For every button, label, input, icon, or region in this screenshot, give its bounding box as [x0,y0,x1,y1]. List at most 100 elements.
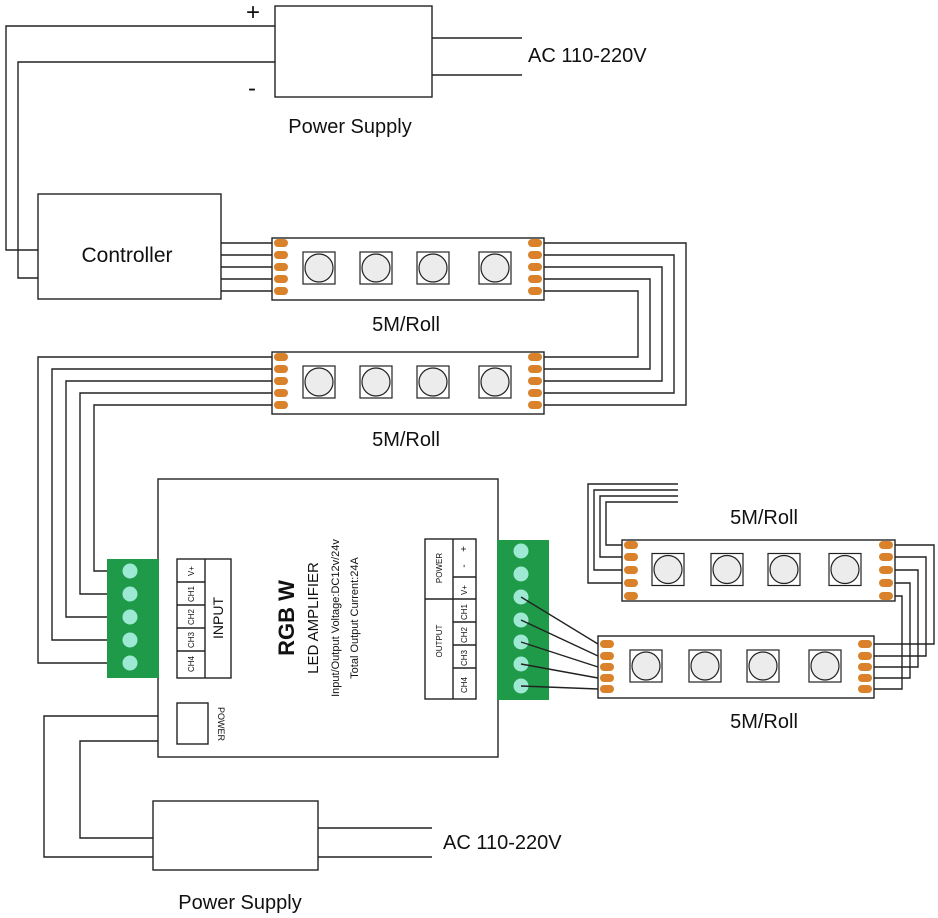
led-chip-lens [631,651,661,681]
amplifier-subtitle: LED AMPLIFIER [305,562,322,674]
solder-pad [274,263,288,271]
solder-pad [274,251,288,259]
terminal-pin [122,586,138,602]
solder-pad [274,377,288,385]
led-strip [271,351,545,415]
output-pin-label: CH1 [460,603,469,620]
input-pin-table: V+ CH1 CH2 CH3 CH4 INPUT [176,558,232,679]
led-chip-lens [810,651,840,681]
led-strips [271,237,896,699]
output-pin-label: CH3 [460,649,469,666]
led-chip [746,649,780,683]
led-chip [478,365,512,399]
led-chip [416,251,450,285]
solder-pad [600,663,614,671]
led-chip-lens [361,253,391,283]
led-chip-lens [304,367,334,397]
controller-label: Controller [81,244,172,267]
led-strip [271,237,545,301]
solder-pad [528,401,542,409]
top-power-supply-label: Power Supply [288,116,411,138]
bottom-power-supply-box [152,800,319,871]
top-power-supply-box [274,5,433,98]
solder-pad [858,685,872,693]
solder-pad [600,685,614,693]
power-switch-label: POWER [216,707,226,742]
power-plus: + [459,546,470,552]
solder-pad [858,663,872,671]
amplifier-title: RGB W [274,580,299,656]
led-chip-lens [480,367,510,397]
terminal-pin [513,543,529,559]
terminal-pin [513,566,529,582]
power-wire [43,715,158,858]
solder-pad [600,652,614,660]
input-pin-label: CH1 [187,585,196,602]
output-terminal-pins [513,543,529,694]
solder-pad [528,365,542,373]
solder-pad [528,353,542,361]
led-chip [629,649,663,683]
input-pin-label: CH3 [187,631,196,648]
output-pin-label: CH2 [460,626,469,643]
roll-label: 5M/Roll [730,711,798,733]
solder-pad [274,353,288,361]
solder-pad [528,275,542,283]
led-chip-lens [361,367,391,397]
output-label: OUTPUT [435,624,444,657]
amplifier-voltage: Input/Output Voltage:DC12v/24v [330,539,342,697]
led-strip [621,539,896,602]
led-chip [302,365,336,399]
power-wire [79,740,158,839]
output-pin-label: CH4 [460,676,469,693]
led-chip-lens [769,554,799,585]
led-chip [302,251,336,285]
lower-to-upper-strip-wires [874,544,935,690]
led-chip-lens [712,554,742,585]
controller: Controller [37,193,222,300]
output-pin-table: POWER + - OUTPUT V+ CH1 CH2 CH3 CH4 [424,538,477,700]
solder-pad [528,251,542,259]
led-chip-lens [304,253,334,283]
input-terminal-pins [122,563,138,671]
input-pin-label: CH2 [187,608,196,625]
roll-label: 5M/Roll [730,507,798,529]
solder-pad [624,566,638,574]
terminal-pin [122,655,138,671]
led-chip-lens [418,367,448,397]
led-chip-lens [418,253,448,283]
solder-pad [624,592,638,600]
solder-pad [528,263,542,271]
terminal-pin [122,609,138,625]
led-chip [416,365,450,399]
solder-pad [879,566,893,574]
solder-pad [528,239,542,247]
top-ac-label: AC 110-220V [528,45,647,67]
solder-pad [858,674,872,682]
continuation-wires [587,483,678,584]
terminal-pin [122,632,138,648]
solder-pad [600,674,614,682]
led-chip [828,552,862,587]
minus-sign: - [248,75,256,102]
led-chip [767,552,801,587]
negative-wire [17,61,275,279]
positive-wire [5,25,275,251]
controller-box [37,193,222,300]
solder-pad [274,287,288,295]
solder-pad [879,592,893,600]
solder-pad [528,287,542,295]
led-chip-lens [690,651,720,681]
bottom-ac-label: AC 110-220V [443,832,562,854]
output-pin-label: V+ [460,585,469,595]
solder-pad [600,640,614,648]
solder-pad [879,541,893,549]
roll-label: 5M/Roll [372,314,440,336]
amplifier-current: Total Output Current:24A [349,557,361,679]
solder-pad [274,389,288,397]
led-chip-lens [480,253,510,283]
roll-label: 5M/Roll [372,429,440,451]
input-pin-label: CH4 [187,655,196,672]
